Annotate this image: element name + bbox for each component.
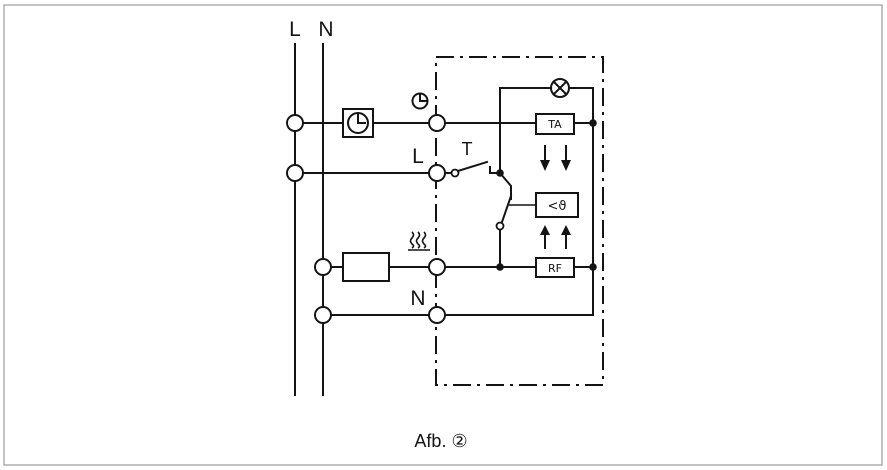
lamp-icon [550,78,570,98]
junction-node [589,119,597,127]
clock-icon [411,92,429,110]
heating-icon [408,231,430,251]
terminal-label-neutral: N [410,287,425,310]
switch-t-pivot [450,168,460,178]
junction-node [496,263,504,271]
device-terminal-heating [428,258,446,276]
thermostat-box: <ϑ [535,192,579,218]
device-terminal-timer [428,114,446,132]
device-terminal-neutral [428,306,446,324]
arrows-up [540,225,571,249]
switch-t-blade [456,160,489,173]
junction-node [496,169,504,177]
ta-label: TA [547,118,562,131]
figure-border [3,4,883,466]
thermostat-contact [495,171,536,268]
thermostat-contact-blade [500,194,513,224]
arrows-down [540,145,571,171]
switch-t [444,160,501,178]
supply-label-neutral: N [318,18,333,41]
supply-label-live: L [289,18,301,41]
supply-terminal [314,258,332,276]
junction-node [589,263,597,271]
device-housing-frame [435,56,604,386]
heater-load-box [342,252,390,282]
thermostat-label: <ϑ [548,199,567,214]
rf-label: RF [548,262,562,275]
device-terminal-live [428,164,446,182]
terminal-label-live: L [412,145,424,168]
supply-terminal [286,114,304,132]
clock-icon [347,112,369,134]
supply-terminal [286,164,304,182]
rf-box: RF [535,257,575,278]
supply-terminal [314,306,332,324]
ta-box: TA [535,113,575,135]
timer-switch [342,108,374,138]
figure-caption: Afb. ② [414,431,467,451]
switch-t-label: T [462,139,473,159]
